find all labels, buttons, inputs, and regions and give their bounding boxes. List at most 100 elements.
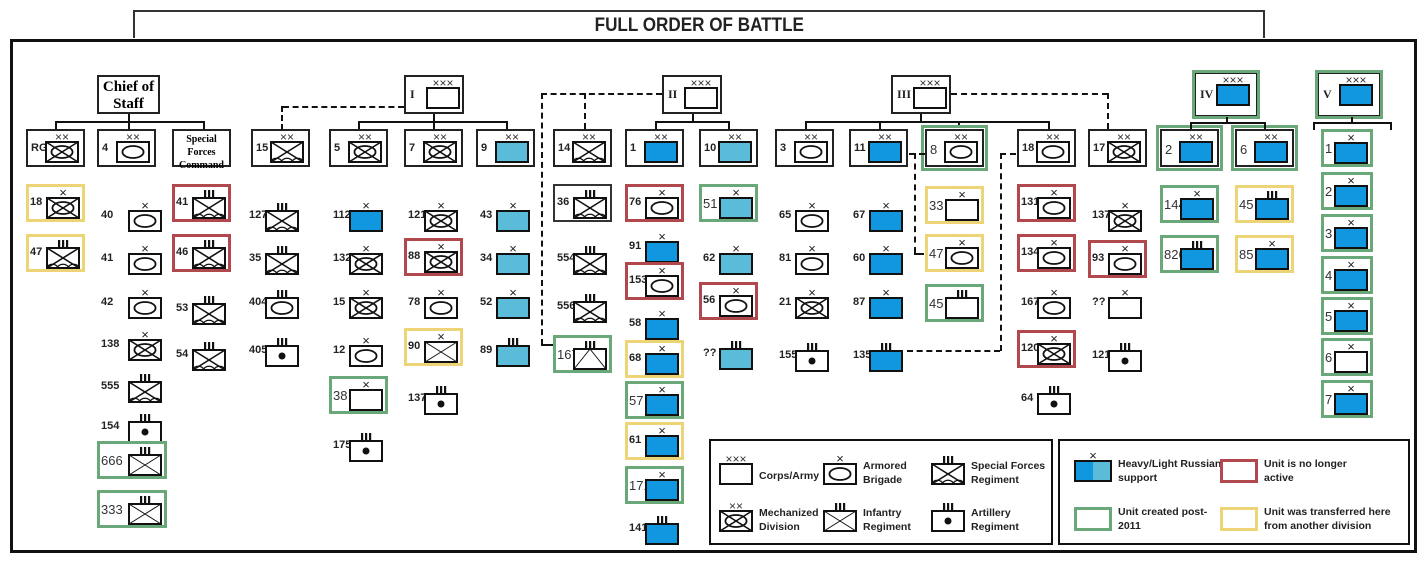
unit-171-div-1-status-frame — [625, 466, 684, 504]
unit-93-div-17-status-frame — [1088, 240, 1147, 278]
legend-empty-symbol-icon: ××× — [719, 452, 753, 485]
connector-line — [1190, 122, 1265, 124]
unit-36-div-14-symbol-icon — [573, 190, 607, 219]
svg-text:×: × — [141, 285, 149, 300]
svg-text:×: × — [658, 263, 666, 278]
unit-4-corps-5-label: 4 — [1325, 268, 1333, 283]
unit-333-div-4-status-frame — [97, 490, 167, 528]
unit-58-div-1-symbol-icon: × — [645, 306, 679, 340]
unit-135-div-11-symbol-icon — [869, 343, 903, 372]
unit-85-div-6-symbol-icon: × — [1255, 236, 1289, 270]
dashed-connector — [909, 153, 925, 155]
unit-51-div-10-label: 51 — [703, 196, 718, 211]
unit-53-div-sfc-symbol-icon — [192, 296, 226, 325]
svg-text:××: ×× — [954, 130, 968, 144]
svg-text:××: ×× — [878, 130, 892, 144]
unit-64-div-18-symbol-icon — [1037, 386, 1071, 415]
unit-qq-div-17-symbol-icon: × — [1108, 285, 1142, 319]
unit-7-corps-5-status-frame — [1321, 380, 1373, 418]
unit-93-div-17-symbol-icon: × — [1108, 241, 1142, 275]
unit-144-div-2-status-frame — [1160, 185, 1219, 223]
unit-81-div-3-label: 81 — [779, 252, 792, 264]
connector-line — [1190, 122, 1192, 129]
svg-text:××: ×× — [1264, 130, 1278, 144]
unit-666-div-4-symbol-icon — [128, 447, 162, 476]
unit-405-div-15-symbol-icon — [265, 338, 299, 367]
unit-78-div-7-symbol-icon: × — [424, 285, 458, 319]
svg-text:××: ×× — [358, 130, 372, 144]
unit-405-div-15-label: 405 — [249, 344, 268, 356]
svg-text:×: × — [808, 285, 816, 300]
legend-label-sf: Special Forces Regiment — [971, 460, 1046, 486]
legend-mech-symbol-icon: ×× — [719, 499, 753, 532]
unit-88-div-7-label: 88 — [408, 250, 421, 262]
corps-3-symbol-icon: ××× — [913, 76, 947, 109]
unit-3-corps-5-label: 3 — [1325, 226, 1333, 241]
dashed-connector — [584, 93, 586, 129]
unit-6-corps-5-label: 6 — [1325, 350, 1333, 365]
unit-404-div-15-symbol-icon — [265, 290, 299, 319]
svg-text:×: × — [1050, 331, 1058, 346]
unit-5-corps-5-symbol-icon: × — [1334, 298, 1368, 332]
dashed-connector — [281, 106, 283, 130]
svg-text:×: × — [658, 423, 666, 438]
unit-53-div-sfc-label: 53 — [176, 302, 189, 314]
legend-label-empty: Corps/Army — [759, 470, 820, 482]
svg-text:×: × — [362, 333, 370, 348]
unit-42-div-4-symbol-icon: × — [128, 285, 162, 319]
unit-46-div-sfc-label: 46 — [176, 246, 189, 258]
legend-label-support: Heavy/Light Russian support — [1118, 458, 1222, 484]
unit-38-div-5-status-frame — [329, 376, 388, 414]
corps-4-symbol-icon: ××× — [1216, 73, 1250, 106]
unit-21-div-3-symbol-icon: × — [795, 285, 829, 319]
unit-1-corps-5-label: 1 — [1325, 141, 1333, 156]
unit-85-div-6-label: 85 — [1239, 247, 1254, 262]
div-rg-label: RG — [31, 142, 48, 154]
svg-text:×××: ××× — [919, 76, 940, 90]
connector-line — [920, 114, 922, 122]
unit-36-div-14-box — [553, 184, 612, 222]
svg-text:×: × — [882, 198, 890, 213]
svg-text:×: × — [509, 241, 517, 256]
unit-85-div-6-status-frame — [1235, 235, 1294, 273]
unit-141-div-1-label: 141 — [629, 522, 648, 534]
unit-18-div-rg-symbol-icon: × — [46, 185, 80, 219]
svg-text:×: × — [882, 285, 890, 300]
unit-121-div-17-symbol-icon — [1108, 343, 1142, 372]
svg-text:×: × — [1347, 130, 1355, 145]
order-of-battle-frame — [10, 39, 1417, 553]
dashed-connector — [907, 350, 1000, 352]
unit-6-corps-5-status-frame — [1321, 338, 1373, 376]
svg-text:××: ×× — [280, 130, 294, 144]
corps-1-symbol-icon: ××× — [426, 76, 460, 109]
unit-45-div-6-status-frame — [1235, 185, 1294, 223]
div-11-label: 11 — [854, 142, 866, 154]
unit-47-div-8-label: 47 — [929, 246, 944, 261]
unit-qq-div-10-label: ?? — [703, 347, 717, 359]
dashed-connector — [541, 93, 662, 95]
unit-68-div-1-symbol-icon: × — [645, 341, 679, 375]
unit-57-div-1-status-frame — [625, 381, 684, 419]
dashed-connector — [951, 93, 1108, 95]
svg-text:×: × — [362, 198, 370, 213]
unit-556-div-14-symbol-icon — [573, 294, 607, 323]
div-1-label: 1 — [630, 142, 637, 154]
unit-33-div-8-status-frame — [925, 186, 984, 224]
unit-167-div-18-label: 167 — [1021, 296, 1040, 308]
unit-21-div-3-label: 21 — [779, 296, 792, 308]
corps-2-symbol-icon: ××× — [684, 76, 718, 109]
unit-38-div-5-label: 38 — [333, 388, 348, 403]
connector-line — [1048, 121, 1050, 129]
svg-text:×××: ××× — [1222, 73, 1243, 87]
svg-text:××: ×× — [505, 130, 519, 144]
svg-text:×: × — [658, 229, 666, 244]
svg-text:×: × — [1050, 185, 1058, 200]
unit-131-div-18-label: 131 — [1021, 196, 1040, 208]
unit-56-div-10-label: 56 — [703, 294, 716, 306]
unit-333-div-4-label: 333 — [101, 502, 123, 517]
unit-81-div-3-symbol-icon: × — [795, 241, 829, 275]
connector-line — [879, 121, 881, 129]
dashed-connector — [1000, 153, 1002, 351]
unit-35-div-15-symbol-icon — [265, 246, 299, 275]
svg-text:×: × — [437, 239, 445, 254]
